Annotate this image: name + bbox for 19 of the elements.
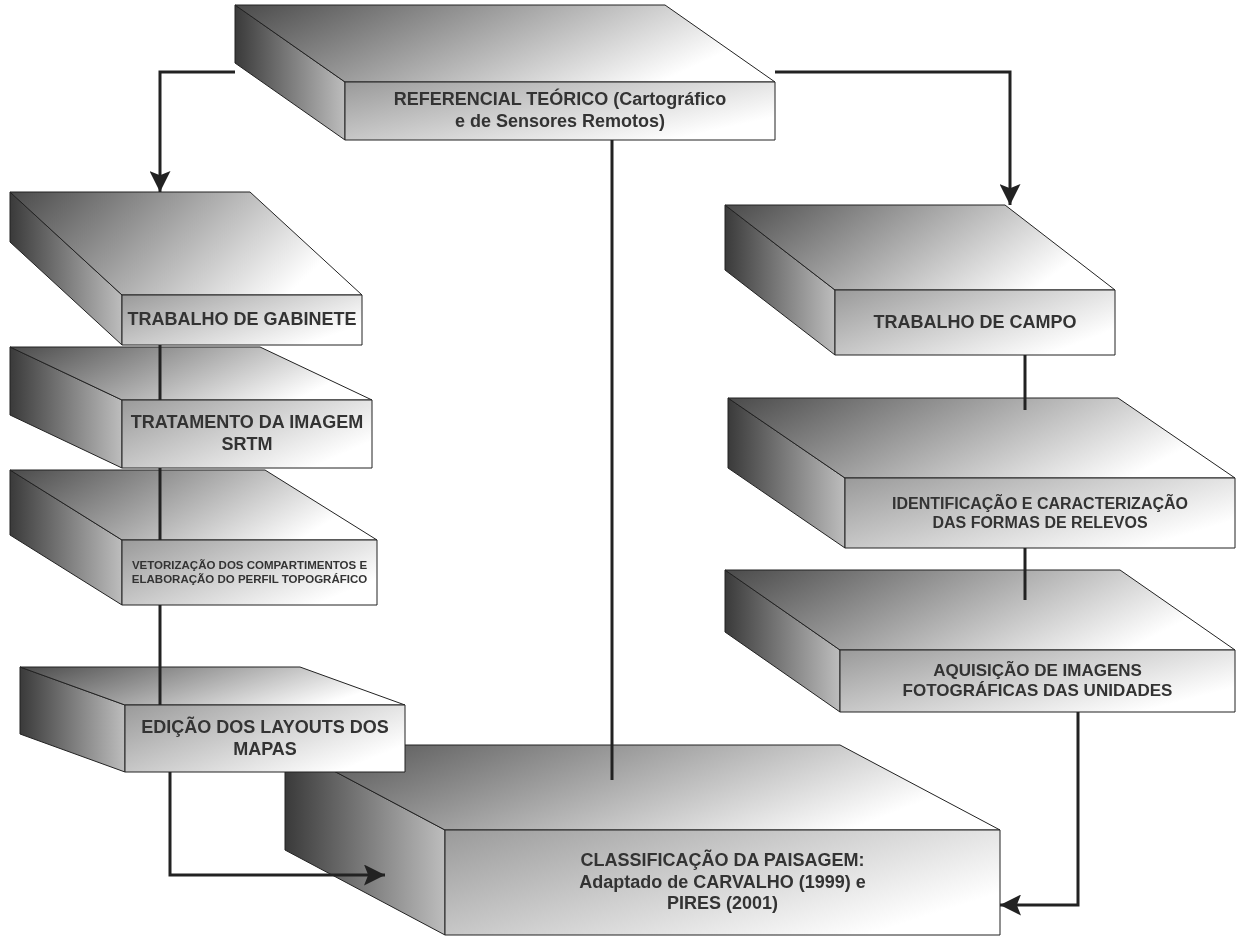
box-label: TRABALHO DE CAMPO [873, 311, 1077, 334]
box-label: IDENTIFICAÇÃO E CARACTERIZAÇÃO DAS FORMAS DE RELEVOS [891, 493, 1189, 533]
box-label: REFERENCIAL TEÓRICO (Cartográfico e de Sensores Remotos) [392, 89, 728, 133]
box-label: CLASSIFICAÇÃO DA PAISAGEM: Adaptado de CARVALHO (1999) e PIRES (2001) [578, 850, 867, 915]
connector-line [1023, 548, 1027, 600]
connector-line [158, 345, 162, 400]
connector-line [158, 605, 162, 705]
box-label: VETORIZAÇÃO DOS COMPARTIMENTOS E ELABORAÇÃO DO PERFIL TOPOGRÁFICO [130, 558, 369, 587]
connector-line [610, 140, 614, 780]
arrow [775, 70, 1021, 205]
box-label: TRABALHO DE GABINETE [127, 309, 357, 331]
box-label: EDIÇÃO DOS LAYOUTS DOS MAPAS [140, 716, 390, 761]
connector-line [1023, 355, 1027, 410]
box-label: TRATAMENTO DA IMAGEM SRTM [129, 412, 365, 456]
arrow [1000, 712, 1080, 916]
arrow [168, 772, 385, 886]
arrow [149, 70, 235, 192]
box-label: AQUISIÇÃO DE IMAGENS FOTOGRÁFICAS DAS UNIDADES [901, 660, 1174, 702]
connector-line [158, 468, 162, 540]
